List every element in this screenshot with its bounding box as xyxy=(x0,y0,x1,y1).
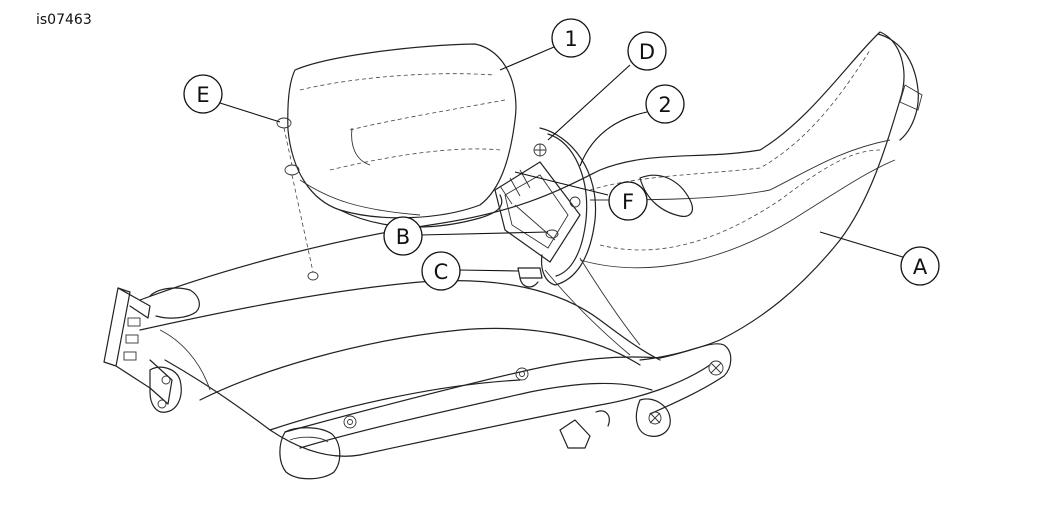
svg-text:A: A xyxy=(913,255,928,279)
callout-d: D xyxy=(627,31,667,71)
callout-1: 1 xyxy=(551,18,591,58)
leader-lines xyxy=(219,46,907,272)
svg-text:C: C xyxy=(434,260,449,284)
mounting-hardware xyxy=(494,127,641,356)
svg-text:2: 2 xyxy=(658,93,671,117)
callout-f: F xyxy=(608,181,648,221)
svg-text:D: D xyxy=(639,40,655,64)
fastener-e xyxy=(276,117,319,281)
front-bracket xyxy=(103,287,200,413)
callout-c: C xyxy=(421,251,461,291)
svg-text:E: E xyxy=(196,83,209,107)
svg-text:1: 1 xyxy=(564,27,577,51)
side-knob xyxy=(639,174,693,217)
rider-seat xyxy=(139,31,923,457)
svg-text:B: B xyxy=(396,225,410,249)
callout-e: E xyxy=(183,74,223,114)
svg-text:F: F xyxy=(622,190,634,214)
figure-id: is07463 xyxy=(36,12,92,28)
callout-b: B xyxy=(383,216,423,256)
callout-2: 2 xyxy=(645,84,685,124)
callout-a: A xyxy=(900,246,940,286)
side-rail xyxy=(279,343,732,480)
passenger-pillion xyxy=(287,43,517,228)
